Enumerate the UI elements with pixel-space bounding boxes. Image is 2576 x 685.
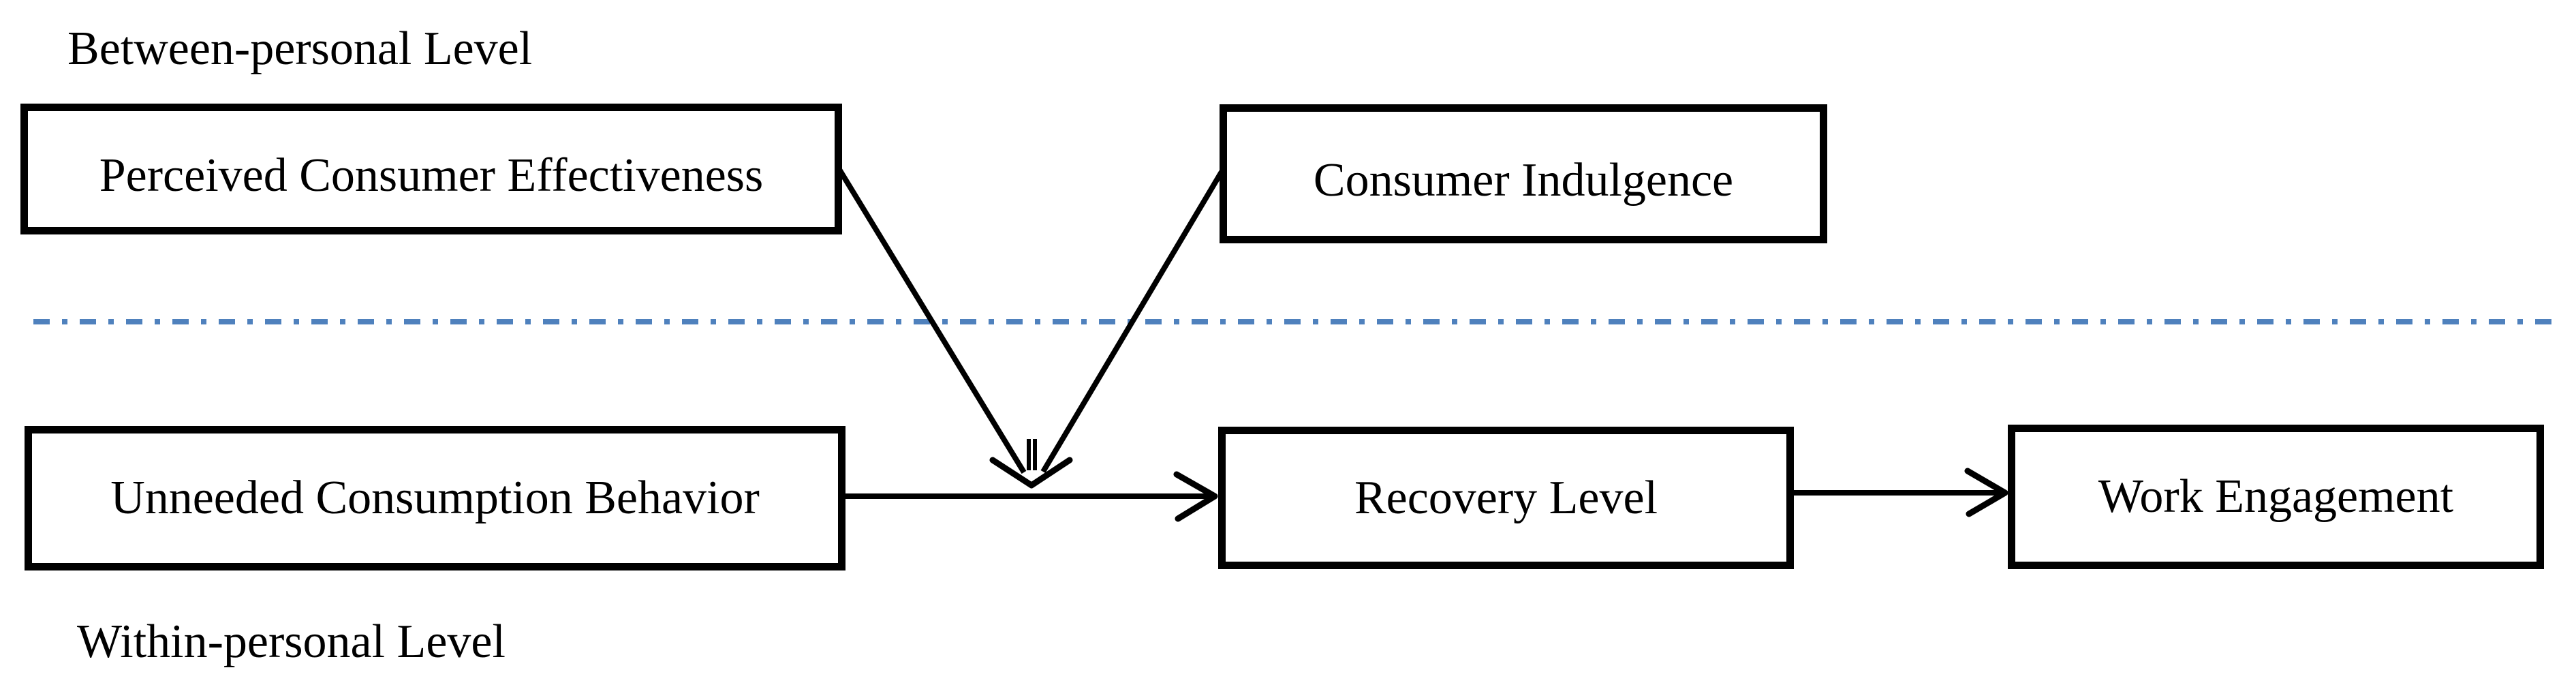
moderation-line-ci [1040, 170, 1224, 474]
arrow-rl-to-we-arrowhead-icon [1964, 468, 2008, 517]
box-label-unneeded-consumption-behavior: Unneeded Consumption Behavior [110, 472, 760, 524]
box-work-engagement: Work Engagement [2008, 425, 2544, 569]
between-personal-level-label: Between-personal Level [67, 22, 533, 75]
moderation-line-pce [836, 166, 1027, 474]
box-consumer-indulgence: Consumer Indulgence [1220, 104, 1827, 243]
box-recovery-level: Recovery Level [1218, 427, 1794, 569]
box-perceived-consumer-effectiveness: Perceived Consumer Effectiveness [20, 104, 842, 234]
moderation-arrowhead-down-icon [989, 457, 1073, 489]
within-personal-level-label: Within-personal Level [77, 615, 506, 668]
box-label-work-engagement: Work Engagement [2098, 470, 2454, 523]
box-label-recovery-level: Recovery Level [1354, 471, 1658, 524]
box-label-perceived-consumer-effectiveness: Perceived Consumer Effectiveness [99, 149, 764, 202]
box-label-consumer-indulgence: Consumer Indulgence [1313, 154, 1734, 207]
arrow-ucb-to-rl-arrowhead-icon [1173, 471, 1218, 522]
box-unneeded-consumption-behavior: Unneeded Consumption Behavior [25, 426, 845, 570]
